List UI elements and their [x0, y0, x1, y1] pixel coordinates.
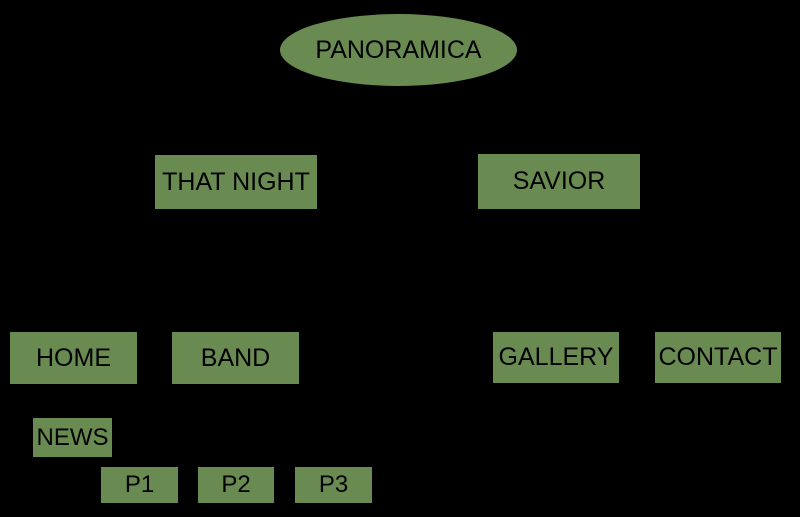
node-that-night: THAT NIGHT — [155, 155, 317, 209]
node-p2: P2 — [198, 467, 274, 503]
node-savior: SAVIOR — [478, 154, 640, 209]
node-gallery: GALLERY — [493, 332, 619, 383]
node-p3: P3 — [295, 467, 372, 503]
node-panoramica: PANORAMICA — [280, 14, 517, 86]
node-band: BAND — [172, 332, 299, 384]
node-p1: P1 — [101, 467, 178, 503]
node-contact: CONTACT — [655, 332, 781, 383]
node-news: NEWS — [33, 418, 112, 457]
node-home: HOME — [10, 332, 137, 384]
